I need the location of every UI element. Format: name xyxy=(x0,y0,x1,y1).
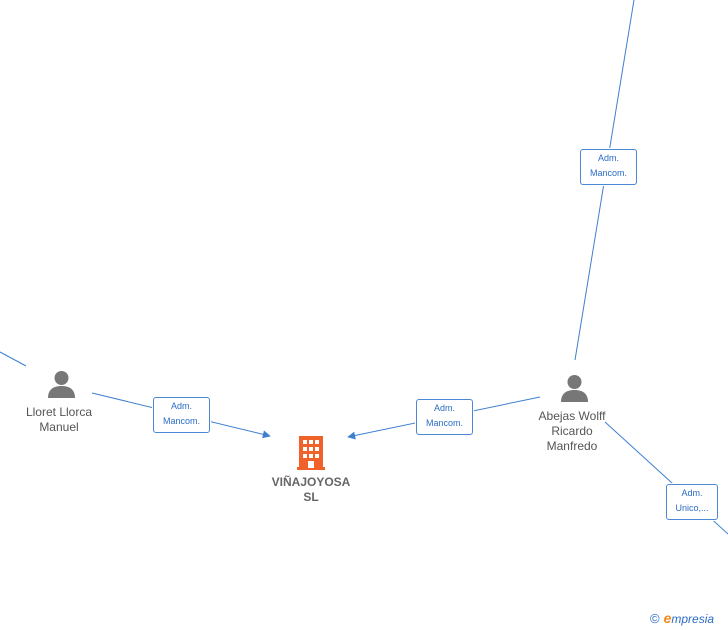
relation-left-line2: Mancom. xyxy=(162,416,200,426)
person-left-line1: Lloret Llorca xyxy=(25,405,93,419)
person-left-line2: Manuel xyxy=(39,420,79,434)
person-right-line2: Ricardo xyxy=(551,424,593,438)
relation-right-line1: Adm. xyxy=(433,403,455,413)
brand-footer: ©empresia xyxy=(650,610,714,626)
company-building-icon[interactable] xyxy=(297,436,325,475)
person-left-label[interactable]: Lloret Llorca Manuel xyxy=(9,405,109,435)
person-right-label[interactable]: Abejas Wolff Ricardo Manfredo xyxy=(522,409,622,454)
relation-label-top[interactable]: Adm. Mancom. xyxy=(580,149,637,185)
copyright-symbol: © xyxy=(650,611,660,626)
person-icon[interactable] xyxy=(560,374,589,407)
relation-label-right[interactable]: Adm. Mancom. xyxy=(416,399,473,435)
relation-left-line1: Adm. xyxy=(170,401,192,411)
person-icon[interactable] xyxy=(47,370,76,403)
edge-left-offscreen xyxy=(0,351,27,367)
company-name-line1: VIÑAJOYOSA xyxy=(271,475,351,489)
relation-label-bottom-right[interactable]: Adm. Unico,... xyxy=(666,484,718,520)
person-right-line1: Abejas Wolff xyxy=(538,409,606,423)
person-right-line3: Manfredo xyxy=(546,439,598,453)
brand-name: mpresia xyxy=(671,612,715,626)
relation-bottom-right-line1: Adm. xyxy=(681,488,703,498)
brand-initial: e xyxy=(663,610,672,626)
relation-right-line2: Mancom. xyxy=(425,418,463,428)
relation-bottom-right-line2: Unico,... xyxy=(675,503,709,513)
company-name-line2: SL xyxy=(303,490,319,504)
company-label[interactable]: VIÑAJOYOSA SL xyxy=(251,475,371,505)
relation-top-line2: Mancom. xyxy=(589,168,627,178)
relation-label-left[interactable]: Adm. Mancom. xyxy=(153,397,210,433)
relation-top-line1: Adm. xyxy=(597,153,619,163)
